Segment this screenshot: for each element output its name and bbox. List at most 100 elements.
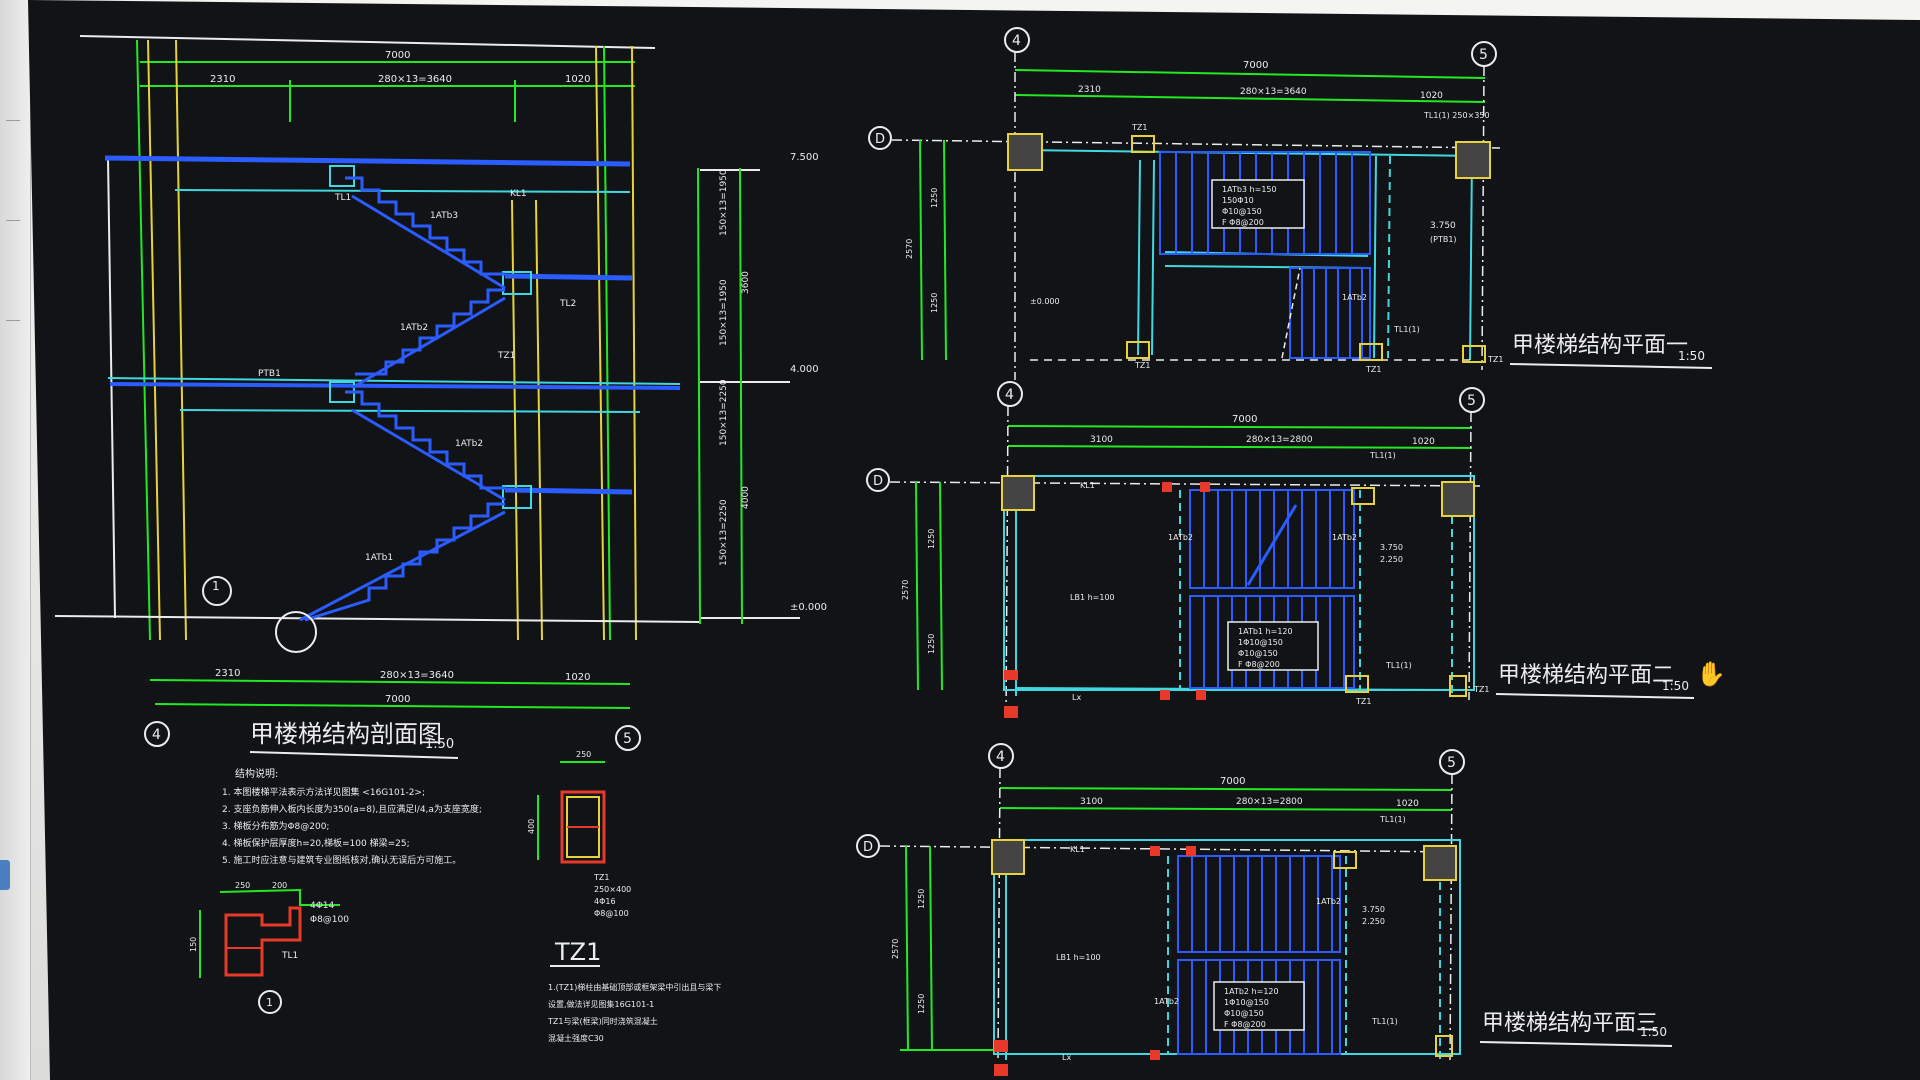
detail-marker-circle[interactable] bbox=[258, 990, 282, 1014]
plan1-tz-4: TZ1 bbox=[1487, 355, 1503, 364]
plan2-box-3: Φ10@150 bbox=[1238, 649, 1278, 658]
plan3-slab-box[interactable] bbox=[1213, 981, 1305, 1031]
section-bot-seg-3: 1020 bbox=[565, 672, 590, 683]
section-top-total: 7000 bbox=[385, 50, 410, 61]
plan3-dim-seg-3: 1020 bbox=[1396, 799, 1419, 809]
section-top-seg-1: 2310 bbox=[210, 74, 235, 85]
plan1-scale: 1:50 bbox=[1678, 349, 1705, 363]
section-right-dim-5: 150×13=2250 bbox=[719, 379, 729, 446]
section-detail-number: 1 bbox=[212, 579, 220, 593]
section-label-tl2: TL2 bbox=[559, 299, 576, 309]
toolbar-blue-tab[interactable] bbox=[0, 860, 10, 890]
plan2-lx: Lx bbox=[1072, 693, 1081, 702]
plan-1: 4 5 D 7000 2310 280×13=3640 1020 1250 25… bbox=[868, 27, 1713, 380]
plan3-axis-bubble-row[interactable] bbox=[856, 834, 880, 858]
plan2-slab-box[interactable] bbox=[1227, 621, 1319, 671]
toolbar-tick bbox=[6, 220, 20, 231]
section-elev-top: 7.500 bbox=[790, 152, 819, 163]
plan3-box-4: F Φ8@200 bbox=[1224, 1020, 1266, 1029]
plan1-dim-total: 7000 bbox=[1243, 60, 1268, 71]
plan1-left-dim-1: 1250 bbox=[930, 188, 939, 208]
plan-2: 4 5 D 7000 3100 280×13=2800 1020 1250 25… bbox=[866, 381, 1726, 721]
tz1-title: TZ1 bbox=[554, 938, 601, 966]
plan-3: 4 5 D 7000 3100 280×13=2800 1020 1250 25… bbox=[856, 743, 1673, 1076]
plan2-left-dim-2: 2570 bbox=[901, 580, 910, 600]
plan2-kl: KL1 bbox=[1080, 481, 1095, 490]
plan2-axis-bubble-left[interactable] bbox=[997, 381, 1023, 407]
detail-rebar: 4Φ14 bbox=[310, 901, 335, 911]
plan2-dim-total: 7000 bbox=[1232, 414, 1257, 425]
plan3-dim-seg-1: 3100 bbox=[1080, 797, 1103, 807]
plan1-elev-sub: (PTB1) bbox=[1430, 235, 1457, 244]
plan1-box-2: 150Φ10 bbox=[1222, 196, 1254, 205]
notes-heading: 结构说明: bbox=[235, 767, 278, 780]
tz1-spec-4: Φ8@100 bbox=[594, 909, 629, 918]
section-detail-marker[interactable] bbox=[202, 576, 232, 606]
plan2-axis-bubble-row[interactable] bbox=[866, 468, 890, 492]
plan1-slab-box[interactable] bbox=[1211, 179, 1305, 229]
plan1-dim-seg-2: 280×13=3640 bbox=[1240, 87, 1307, 97]
tz1-detail: 250 400 TZ1 250×400 4Φ16 Φ8@100 TZ1 1.(T… bbox=[527, 750, 721, 1043]
toolbar-tick bbox=[6, 320, 20, 331]
plan1-axis-bubble-row[interactable] bbox=[868, 126, 892, 150]
plan1-axis-bubble-left[interactable] bbox=[1004, 27, 1030, 53]
plan3-elev: 3.750 bbox=[1362, 905, 1385, 914]
hand-cursor-icon: ✋ bbox=[1696, 660, 1726, 688]
plan3-lx: Lx bbox=[1062, 1053, 1071, 1062]
section-top-seg-2: 280×13=3640 bbox=[378, 74, 452, 85]
section-axis-bubble-left[interactable] bbox=[144, 721, 170, 747]
plan3-scale: 1:50 bbox=[1640, 1025, 1667, 1039]
plan2-elev-sub: 2.250 bbox=[1380, 555, 1403, 564]
plan2-tb-1: 1ATb2 bbox=[1168, 533, 1193, 542]
detail-dim-3: 150 bbox=[189, 937, 198, 952]
section-axis-bubble-right[interactable] bbox=[615, 725, 641, 751]
section-label-tb1: 1ATb1 bbox=[365, 553, 393, 563]
plan2-tl-1: TL1(1) bbox=[1369, 451, 1396, 460]
tz1-spec-1: TZ1 bbox=[593, 873, 609, 882]
plan3-dim-seg-2: 280×13=2800 bbox=[1236, 797, 1303, 807]
section-title: 甲楼梯结构剖面图 bbox=[250, 720, 442, 748]
plan2-box-1: 1ATb1 h=120 bbox=[1238, 627, 1293, 636]
plan1-dim-seg-1: 2310 bbox=[1078, 85, 1101, 95]
plan1-tz-3: TZ1 bbox=[1365, 365, 1381, 374]
plan1-axis-left: 4 bbox=[1012, 33, 1021, 49]
section-right-dim-3: 150×13=1950 bbox=[719, 279, 729, 346]
section-label-tz: TZ1 bbox=[497, 351, 515, 361]
plan3-box-2: 1Φ10@150 bbox=[1224, 998, 1269, 1007]
notes-block: 结构说明: 1. 本图楼梯平法表示方法详见图集 <16G101-2>; 2. 支… bbox=[222, 767, 482, 866]
section-label-tb2a: 1ATb2 bbox=[400, 323, 428, 333]
plan3-axis-left: 4 bbox=[996, 749, 1005, 765]
section-top-seg-3: 1020 bbox=[565, 74, 590, 85]
tz1-note-4: 混凝土强度C30 bbox=[548, 1033, 604, 1043]
plan2-tb-2: 1ATb2 bbox=[1332, 533, 1357, 542]
notes-line-1: 1. 本图楼梯平法表示方法详见图集 <16G101-2>; bbox=[222, 786, 425, 798]
left-toolbar-edge[interactable] bbox=[0, 0, 31, 1080]
plan3-kl: KL1 bbox=[1070, 845, 1085, 854]
plan1-box-1: 1ATb3 h=150 bbox=[1222, 185, 1277, 194]
plan3-pt: LB1 h=100 bbox=[1056, 953, 1101, 962]
plan3-tb-2: 1ATb2 bbox=[1316, 897, 1341, 906]
detail-hoop: Φ8@100 bbox=[310, 915, 349, 925]
plan1-tz-2: TZ1 bbox=[1134, 361, 1150, 370]
plan1-tl-2: TL1(1) bbox=[1393, 325, 1420, 334]
plan1-tz-1: TZ1 bbox=[1131, 123, 1147, 132]
plan2-axis-bubble-right[interactable] bbox=[1459, 387, 1485, 413]
section-label-tl1: TL1 bbox=[334, 193, 351, 203]
section-bot-total: 7000 bbox=[385, 694, 410, 705]
plan3-left-dim-1: 1250 bbox=[917, 889, 926, 909]
plan1-tl-1: TL1(1) 250×350 bbox=[1423, 111, 1490, 120]
plan3-dim-total: 7000 bbox=[1220, 776, 1245, 787]
plan2-axis-left: 4 bbox=[1005, 387, 1014, 403]
section-label-kl1: KL1 bbox=[510, 189, 527, 199]
plan2-tz-1: TZ1 bbox=[1355, 697, 1371, 706]
plan2-title: 甲楼梯结构平面二 bbox=[1498, 663, 1674, 688]
plan2-dim-seg-2: 280×13=2800 bbox=[1246, 435, 1313, 445]
plan2-axis-row: D bbox=[873, 474, 883, 489]
plan1-title: 甲楼梯结构平面一 bbox=[1512, 333, 1688, 358]
plan3-title: 甲楼梯结构平面三 bbox=[1482, 1011, 1658, 1036]
plan3-axis-bubble-left[interactable] bbox=[988, 743, 1014, 769]
plan1-dim-seg-3: 1020 bbox=[1420, 91, 1443, 101]
section-bot-seg-2: 280×13=3640 bbox=[380, 670, 454, 681]
